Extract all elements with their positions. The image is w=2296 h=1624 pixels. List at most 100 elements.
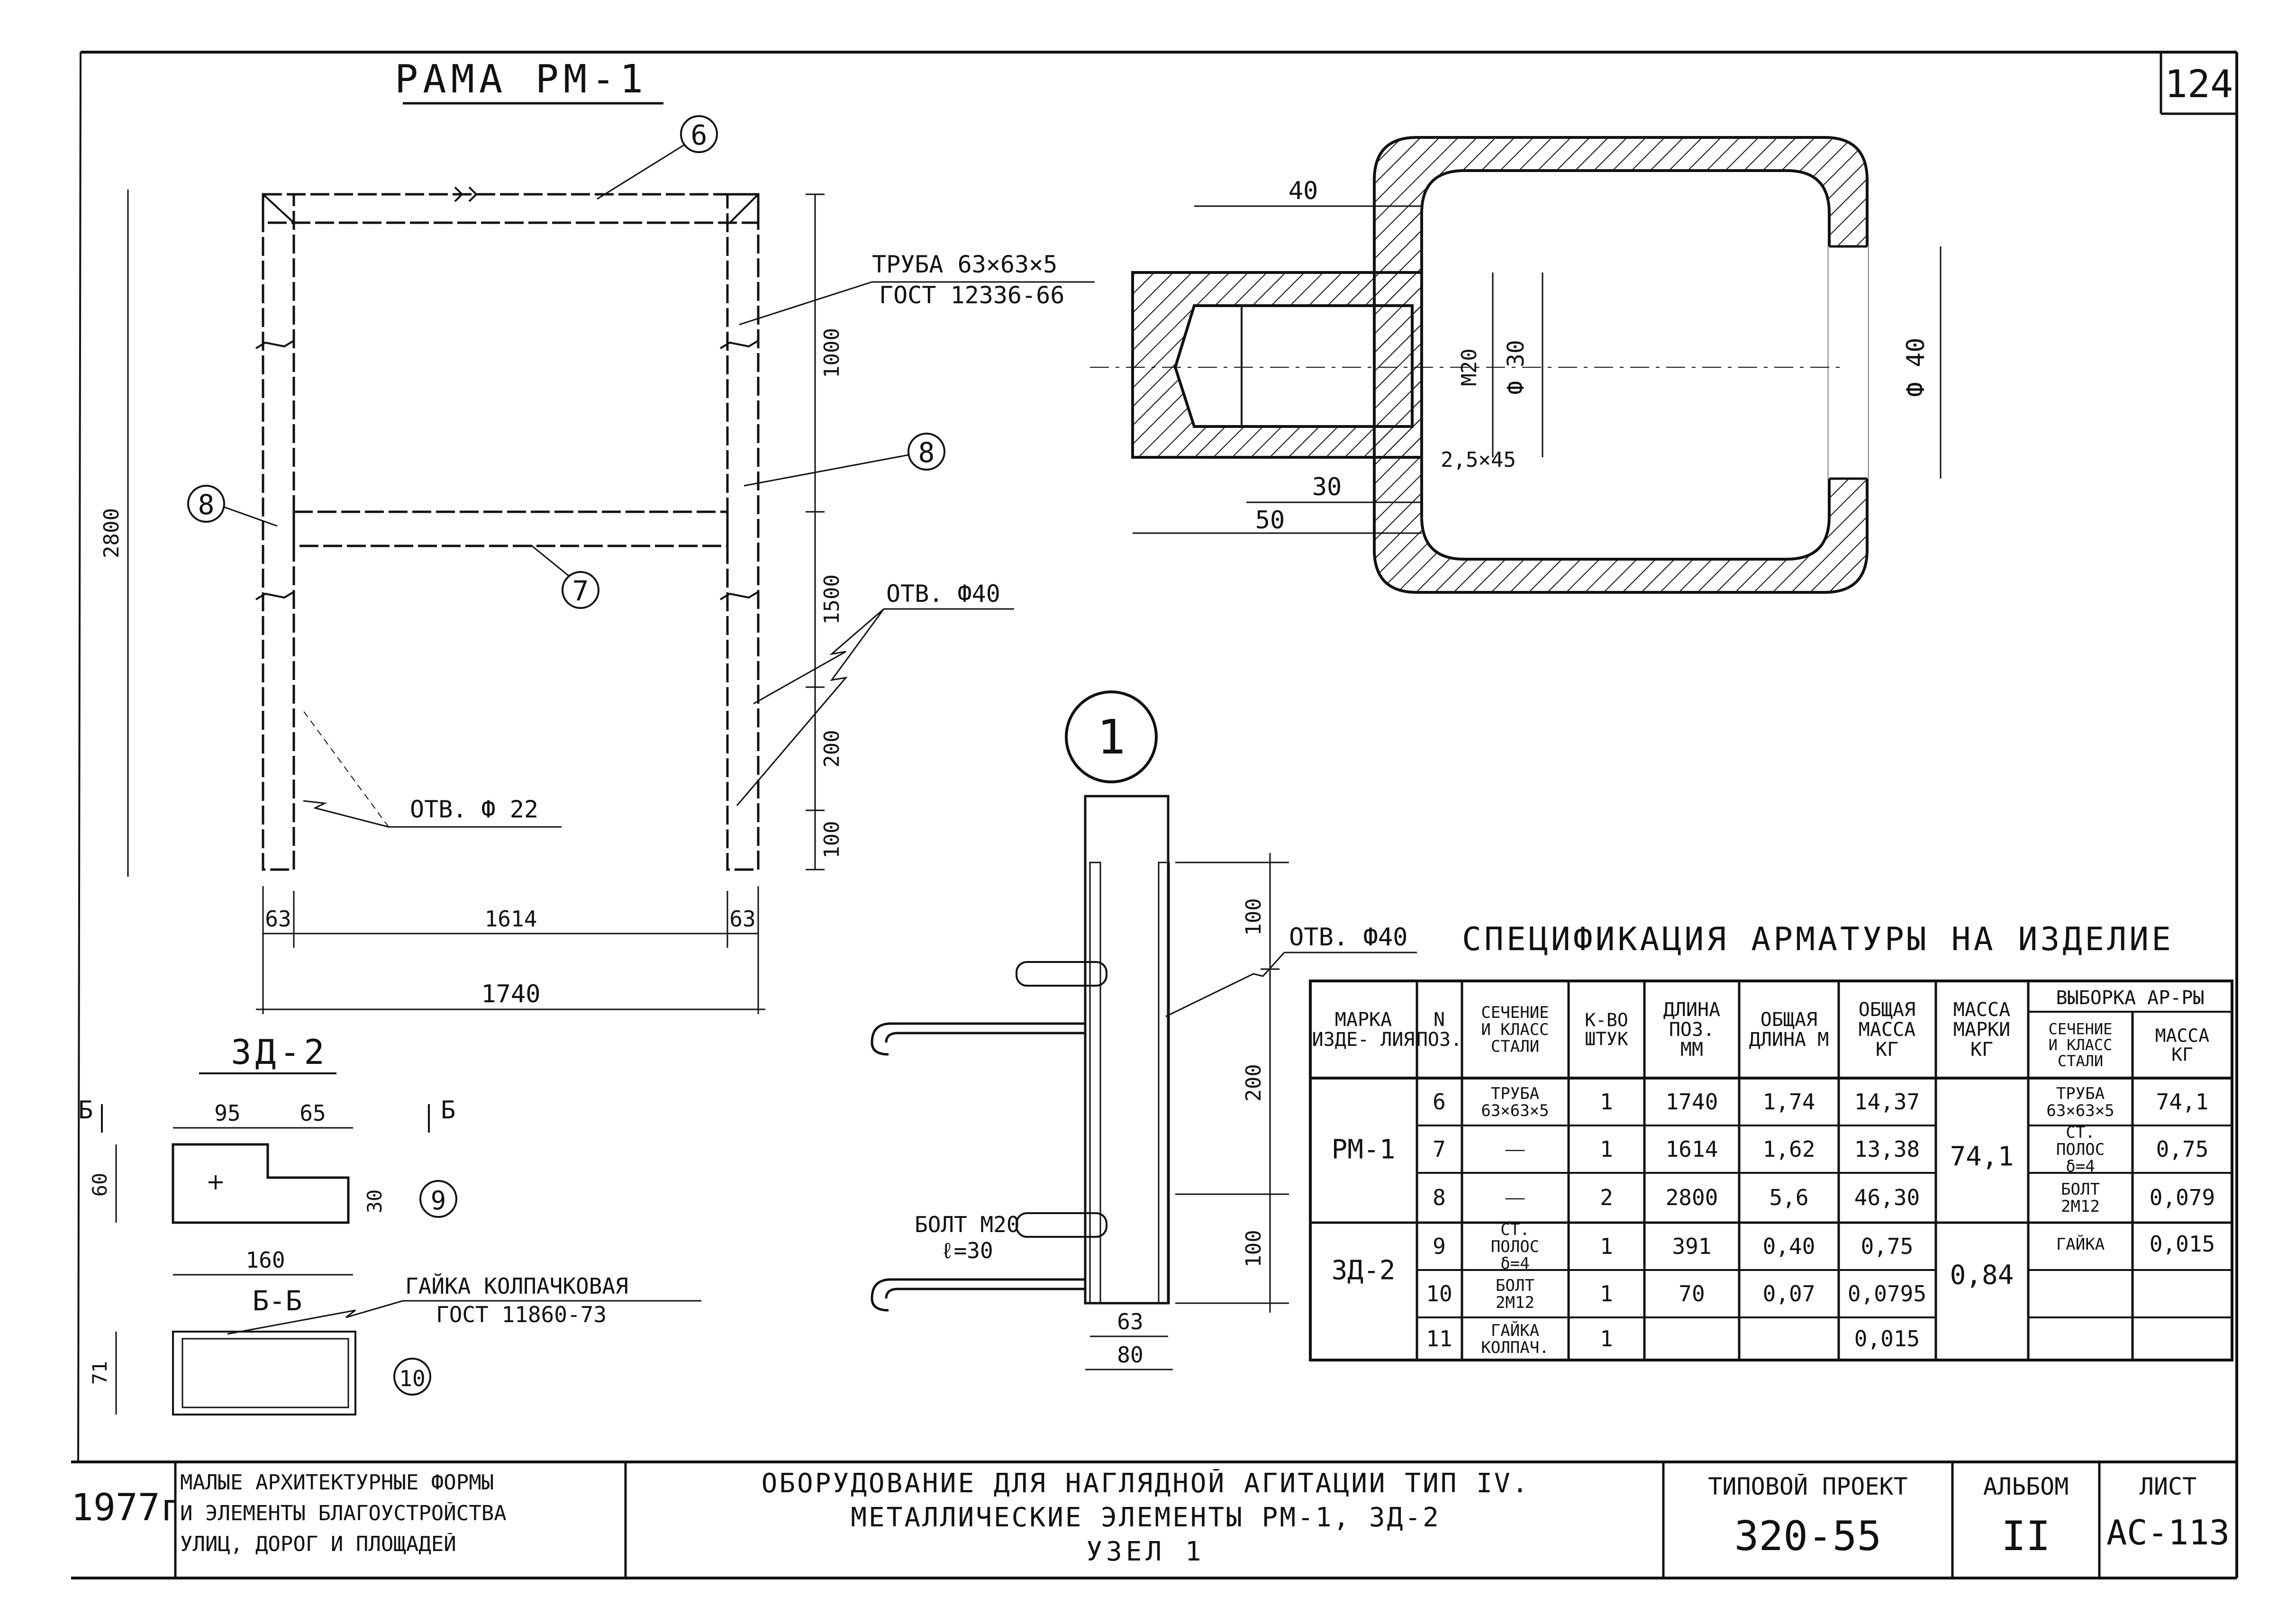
spec-row-length: 1614: [1666, 1136, 1718, 1162]
node-hole-label: ОТВ. Ф40: [1289, 923, 1407, 952]
title-block-album-label: АЛЬБОМ: [1983, 1474, 2069, 1500]
pipe-cross-section: 40 30 50 2,5×45 М20 Ф 30 Ф 40: [1090, 136, 1942, 594]
section-thread: М20: [1457, 348, 1481, 386]
spec-selection-mass: 74,1: [2156, 1089, 2209, 1115]
spec-row-total-length: 1,74: [1763, 1089, 1815, 1115]
frame-pos-6-label: 6: [691, 119, 708, 151]
zd2-pos-10-label: 10: [399, 1366, 425, 1391]
title-block-category-line1: МАЛЫЕ АРХИТЕКТУРНЫЕ ФОРМЫ: [180, 1471, 494, 1495]
spec-row-qty: 1: [1600, 1326, 1613, 1352]
zd2-dim-65: 65: [299, 1100, 326, 1126]
spec-row-section: ——: [1506, 1140, 1525, 1159]
spec-selection-mass: 0,015: [2150, 1231, 2215, 1257]
title-block: [71, 1461, 2237, 1578]
spec-group-mass-rm1: 74,1: [1950, 1142, 2014, 1172]
title-block-main-line3: УЗЕЛ 1: [1086, 1537, 1205, 1567]
spec-row-pos: 9: [1433, 1234, 1446, 1259]
spec-row-pos: 6: [1433, 1089, 1446, 1115]
node-dim-100-bottom: 100: [1242, 1230, 1266, 1267]
spec-title: СПЕЦИФИКАЦИЯ АРМАТУРЫ НА ИЗДЕЛИЕ: [1462, 921, 2174, 958]
zd2-dim-60: 60: [88, 1173, 111, 1197]
zd2-dim-71: 71: [88, 1361, 111, 1385]
node-dim-80: 80: [1117, 1342, 1143, 1368]
spec-row-qty: 1: [1600, 1234, 1613, 1259]
title-block-album-value: II: [2001, 1514, 2051, 1559]
spec-row-pos: 10: [1426, 1281, 1452, 1306]
spec-row-total-mass: 0,0795: [1848, 1281, 1926, 1306]
sheet-number: 124: [2165, 62, 2233, 106]
frame-pos-7-label: 7: [572, 575, 589, 607]
node-dim-100-top: 100: [1242, 898, 1266, 935]
frame-hole-40-label: ОТВ. Ф40: [886, 580, 1000, 608]
section-hole: Ф 40: [1902, 337, 1930, 397]
title-block-project-label: ТИПОВОЙ ПРОЕКТ: [1708, 1474, 1908, 1500]
spec-row-total-mass: 13,38: [1854, 1136, 1920, 1162]
sheet-border: [71, 51, 2238, 1579]
title-block-sheet-label: ЛИСТ: [2139, 1474, 2197, 1500]
zd2-nut-line2: ГОСТ 11860-73: [436, 1302, 607, 1327]
zd2-section-mark-left: Б: [78, 1096, 93, 1125]
frame-rm1-drawing: РАМА РМ-1 6 8 8 7 ТРУБА 63×63×5 ГОСТ 123…: [100, 57, 1095, 1014]
spec-selection-section: ГАЙКА: [2056, 1234, 2105, 1254]
spec-row-qty: 2: [1600, 1185, 1613, 1210]
pipe-label-line1: ТРУБА 63×63×5: [872, 251, 1057, 278]
spec-row-total-length: 0,40: [1763, 1234, 1815, 1259]
spec-row-pos: 7: [1433, 1136, 1446, 1162]
zd2-section-title: Б-Б: [253, 1285, 302, 1317]
spec-row-total-length: 5,6: [1769, 1185, 1808, 1210]
spec-row-section: ——: [1506, 1189, 1525, 1207]
title-block-year: 1977г: [71, 1488, 175, 1529]
sheet-number-box: 124: [2160, 52, 2237, 115]
spec-selection-mass: 0,079: [2150, 1185, 2215, 1210]
frame-dim-63-left: 63: [265, 906, 291, 932]
section-bore: Ф 30: [1503, 340, 1529, 395]
spec-row-qty: 1: [1600, 1089, 1613, 1115]
spec-group-mark-rm1: РМ-1: [1332, 1134, 1396, 1165]
zd2-dim-30: 30: [363, 1189, 386, 1214]
frame-title: РАМА РМ-1: [395, 57, 648, 102]
frame-hole-22-label: ОТВ. Ф 22: [410, 796, 538, 823]
frame-pos-8-right-label: 8: [918, 436, 935, 469]
node-dim-63: 63: [1117, 1309, 1143, 1334]
spec-group-mass-zd2: 0,84: [1950, 1260, 2014, 1291]
frame-dim-total-height: 2800: [100, 508, 124, 558]
spec-row-pos: 11: [1426, 1326, 1452, 1352]
title-block-category-line3: УЛИЦ, ДОРОГ И ПЛОЩАДЕЙ: [180, 1533, 456, 1556]
frame-dim-1614: 1614: [485, 906, 537, 932]
spec-row-length: 2800: [1666, 1185, 1718, 1210]
zd2-dim-160: 160: [245, 1247, 285, 1273]
spec-row-length: 70: [1679, 1281, 1705, 1306]
frame-dim-1000: 1000: [820, 328, 844, 378]
frame-dim-100: 100: [820, 821, 844, 858]
title-block-main-line2: МЕТАЛЛИЧЕСКИЕ ЭЛЕМЕНТЫ РМ-1, ЗД-2: [851, 1503, 1441, 1533]
title-block-main-line1: ОБОРУДОВАНИЕ ДЛЯ НАГЛЯДНОЙ АГИТАЦИИ ТИП …: [761, 1469, 1530, 1498]
frame-dim-200: 200: [820, 730, 844, 767]
node-dim-200: 200: [1242, 1064, 1266, 1101]
title-block-project-value: 320-55: [1734, 1514, 1882, 1559]
spec-row-pos: 8: [1433, 1185, 1446, 1210]
frame-dim-1500: 1500: [820, 574, 844, 625]
spec-row-total-mass: 0,75: [1861, 1234, 1914, 1259]
zd2-dim-95: 95: [214, 1100, 240, 1126]
spec-row-qty: 1: [1600, 1281, 1613, 1306]
zd2-title: ЗД-2: [231, 1032, 328, 1072]
node-1-detail: 1 100 200 100 ОТВ. Ф40 БОЛТ М20 ℓ=30 63 …: [871, 690, 1417, 1370]
spec-row-qty: 1: [1600, 1136, 1613, 1162]
section-dim-30: 30: [1312, 473, 1342, 501]
spec-row-total-length: 0,07: [1763, 1281, 1815, 1306]
section-dim-50: 50: [1255, 506, 1285, 535]
spec-row-length: 1740: [1666, 1089, 1718, 1115]
spec-row-total-mass: 14,37: [1854, 1089, 1920, 1115]
